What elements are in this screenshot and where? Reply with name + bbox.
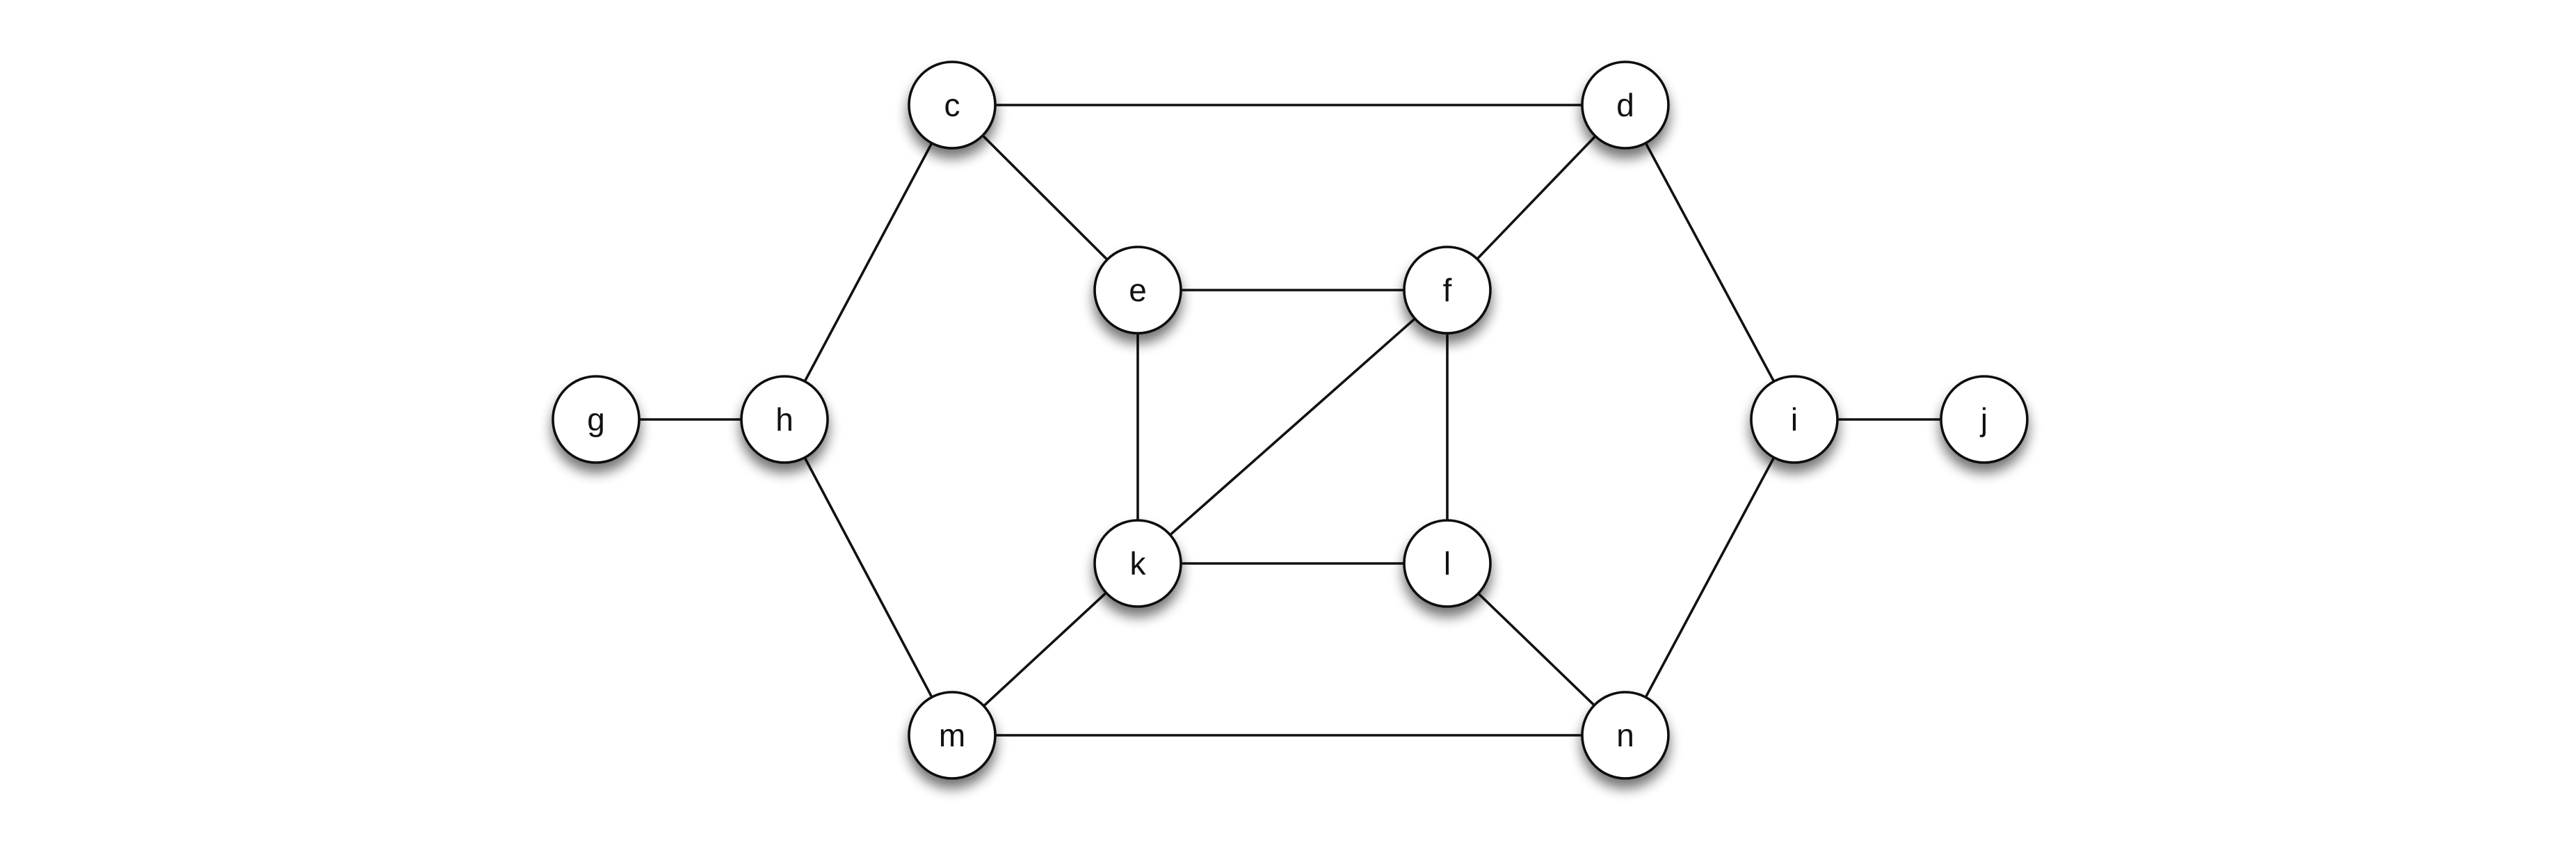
node-circle: [1403, 519, 1492, 608]
node-g: g: [552, 375, 641, 464]
node-circle: [1093, 246, 1182, 335]
node-k: k: [1093, 519, 1182, 608]
node-label: i: [1791, 401, 1798, 438]
edge-h-m: [783, 419, 953, 736]
node-label: n: [1616, 717, 1634, 753]
node-h: h: [740, 375, 829, 464]
node-label: g: [587, 401, 605, 438]
node-circle: [740, 375, 829, 464]
node-circle: [552, 375, 641, 464]
node-l: l: [1403, 519, 1492, 608]
node-m: m: [908, 691, 997, 780]
node-j: j: [1940, 375, 2029, 464]
edge-d-i: [1624, 104, 1796, 420]
edge-f-k: [1136, 289, 1449, 565]
node-label: l: [1444, 545, 1451, 582]
node-circle: [1093, 519, 1182, 608]
node-c: c: [908, 61, 997, 150]
node-circle: [908, 61, 997, 150]
node-label: j: [1979, 401, 1988, 438]
node-d: d: [1581, 61, 1670, 150]
node-n: n: [1581, 691, 1670, 780]
node-circle: [1940, 375, 2029, 464]
node-i: i: [1750, 375, 1839, 464]
node-label: e: [1129, 272, 1147, 308]
node-circle: [1581, 691, 1670, 780]
node-f: f: [1403, 246, 1492, 335]
node-label: d: [1616, 87, 1634, 123]
node-label: h: [775, 401, 794, 438]
node-label: f: [1443, 272, 1452, 308]
edge-i-n: [1624, 419, 1796, 736]
node-circle: [1581, 61, 1670, 150]
node-label: k: [1130, 545, 1147, 582]
node-circle: [1403, 246, 1492, 335]
node-label: m: [939, 717, 965, 753]
edge-c-h: [783, 104, 953, 420]
node-e: e: [1093, 246, 1182, 335]
nodes: c d e f g h i j k l m n: [552, 61, 2029, 780]
node-circle: [908, 691, 997, 780]
node-circle: [1750, 375, 1839, 464]
node-label: c: [944, 87, 960, 123]
